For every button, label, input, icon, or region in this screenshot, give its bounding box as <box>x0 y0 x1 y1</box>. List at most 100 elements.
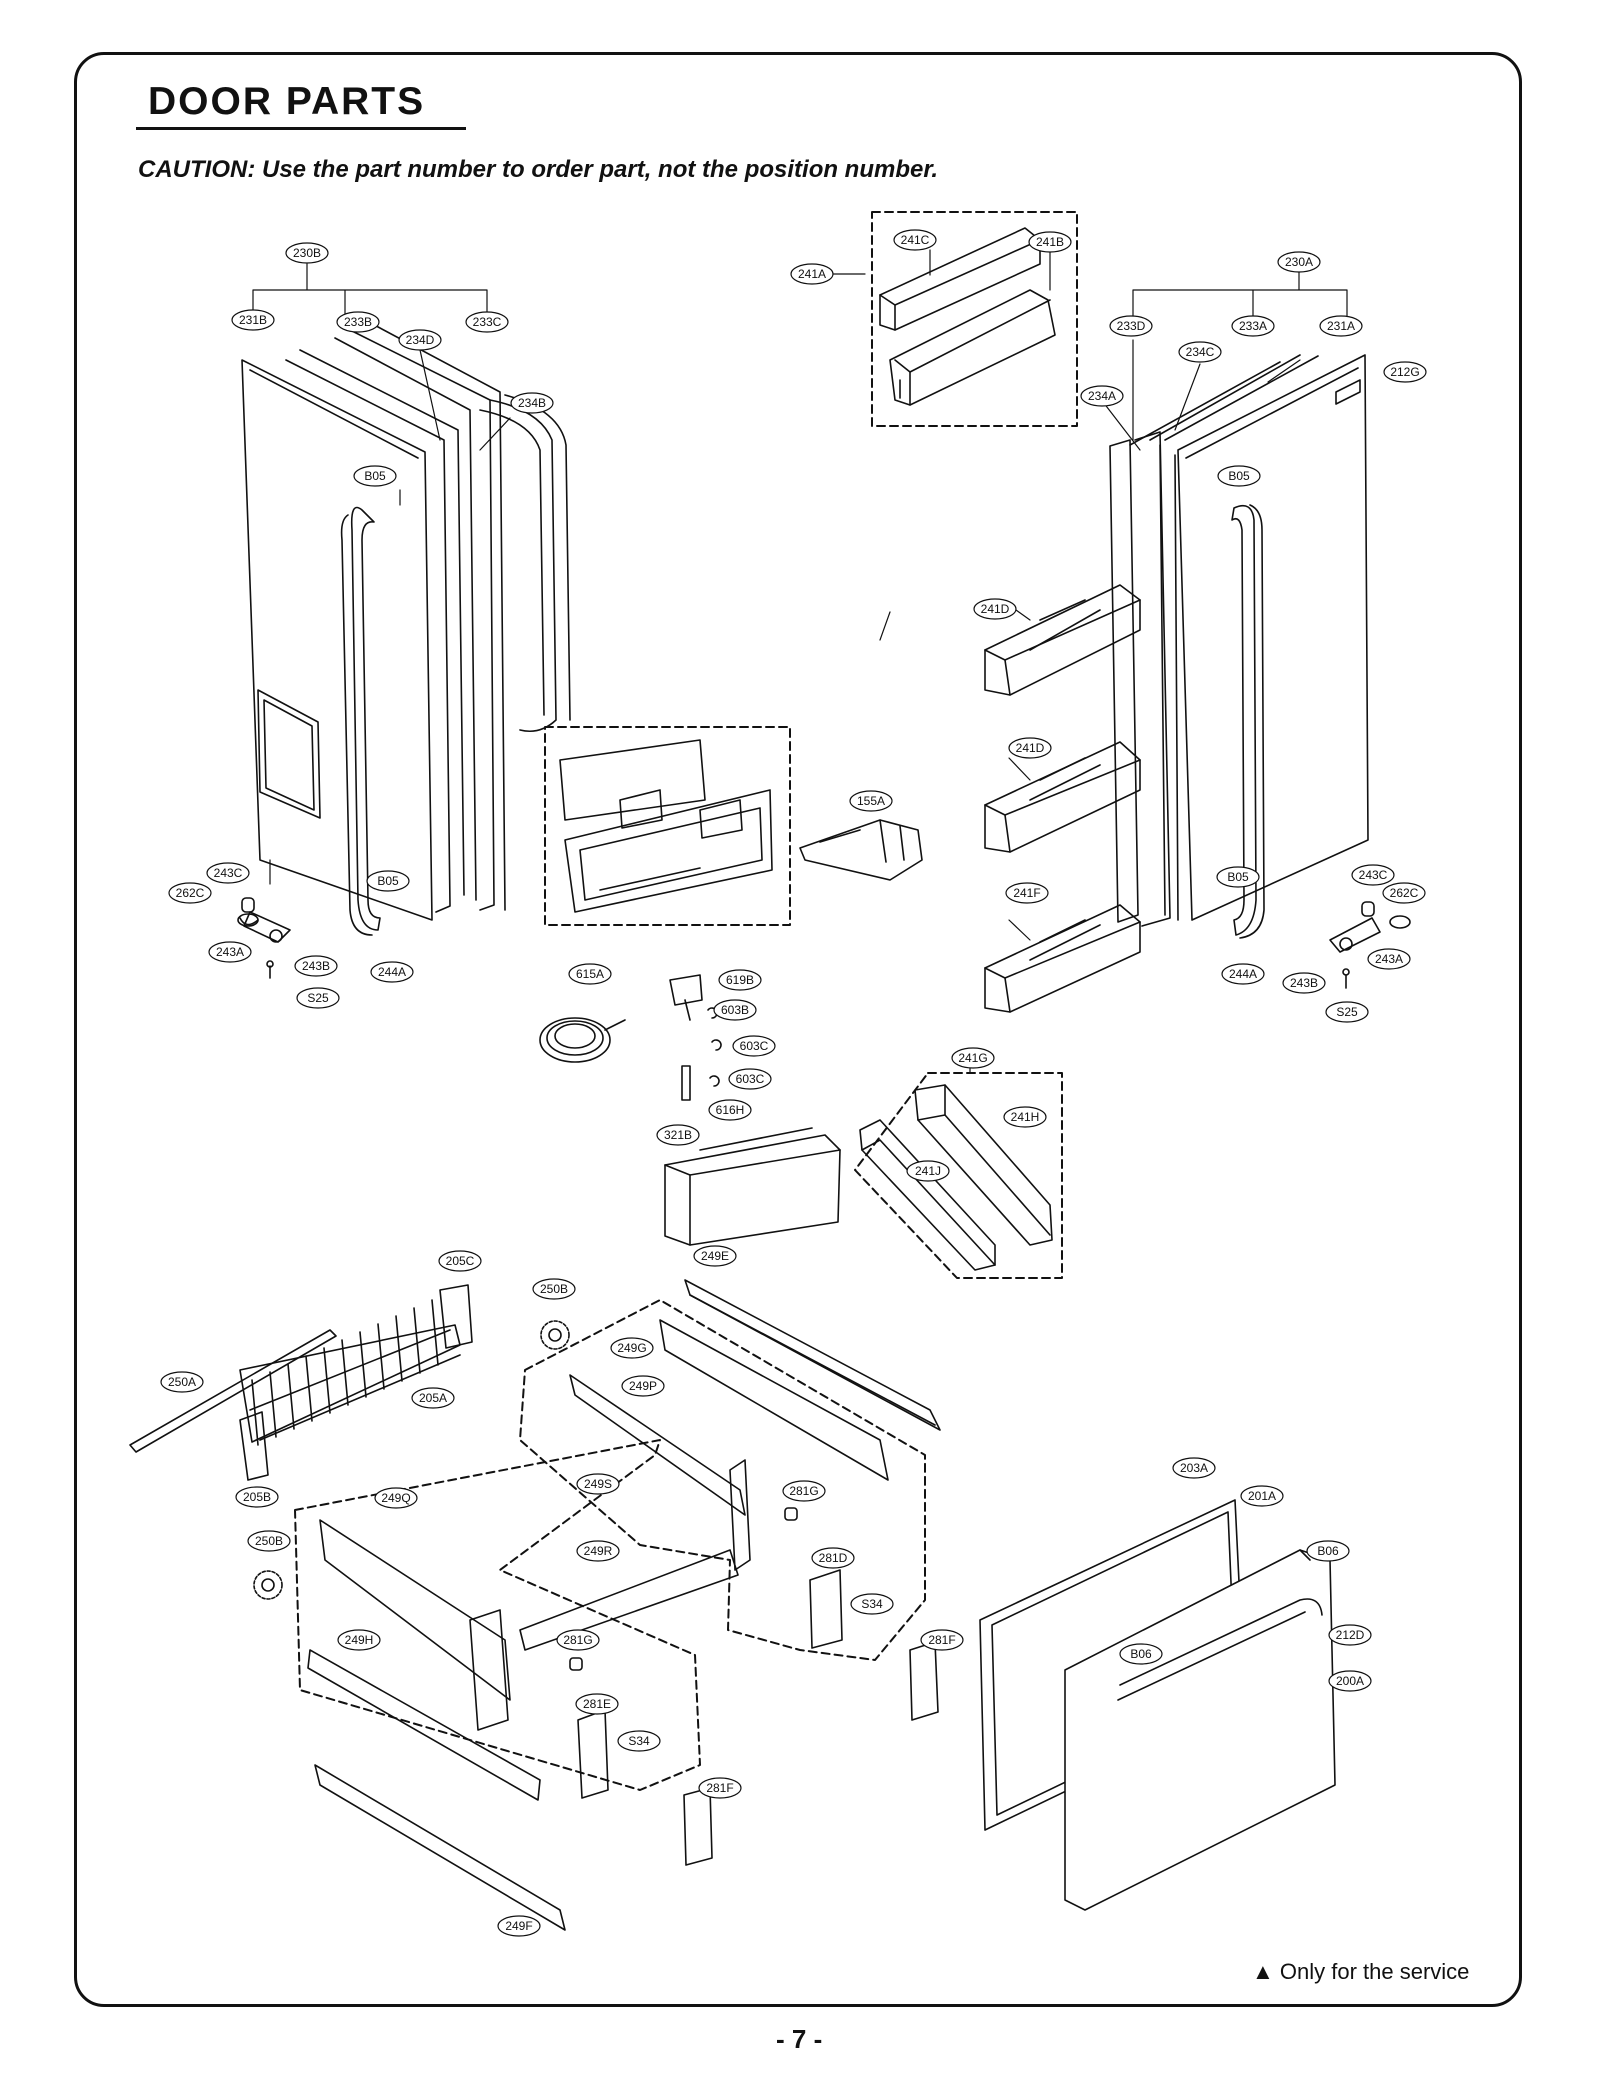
part-label-text: S25 <box>1336 1005 1358 1019</box>
freezer-door <box>979 1499 1336 1911</box>
part-label-text: 243B <box>302 959 330 973</box>
part-label: 212G <box>1383 361 1427 383</box>
part-label-bubble <box>1080 385 1124 407</box>
part-label: 243C <box>206 862 250 884</box>
part-label-bubble <box>1319 315 1363 337</box>
part-label-bubble <box>1221 963 1265 985</box>
part-label: 241G <box>951 1047 995 1069</box>
part-label: 205A <box>411 1387 455 1409</box>
part-label-bubble <box>1005 882 1049 904</box>
part-label: 241F <box>1005 882 1049 904</box>
part-label-text: 244A <box>378 965 406 979</box>
part-label: 241D <box>1008 737 1052 759</box>
part-label: 234A <box>1080 385 1124 407</box>
part-label: 230B <box>285 242 329 264</box>
part-label-text: 243C <box>214 866 243 880</box>
part-label-bubble <box>893 229 937 251</box>
part-label: 231A <box>1319 315 1363 337</box>
part-label: B05 <box>1216 866 1260 888</box>
part-label-bubble <box>575 1693 619 1715</box>
part-label-bubble <box>1003 1106 1047 1128</box>
part-label-text: 203A <box>1180 1461 1208 1475</box>
part-label-bubble <box>610 1337 654 1359</box>
part-label-bubble <box>951 1047 995 1069</box>
part-label-text: 615A <box>576 967 604 981</box>
part-label-bubble <box>510 392 554 414</box>
part-label: 241J <box>906 1160 950 1182</box>
part-label: 250B <box>532 1278 576 1300</box>
part-label-text: 241D <box>981 602 1010 616</box>
part-label: 230A <box>1277 251 1321 273</box>
part-label: 249G <box>610 1337 654 1359</box>
part-label: 249S <box>576 1473 620 1495</box>
part-label-text: 205B <box>243 1490 271 1504</box>
part-label-bubble <box>1109 315 1153 337</box>
part-label-bubble <box>1351 864 1395 886</box>
part-label: 616H <box>708 1099 752 1121</box>
part-label: 234C <box>1178 341 1222 363</box>
part-label-text: 231B <box>239 313 267 327</box>
part-label-bubble <box>398 329 442 351</box>
part-label: 234B <box>510 392 554 414</box>
part-label-text: 249P <box>629 1379 657 1393</box>
part-label-text: 241D <box>1016 741 1045 755</box>
part-label: 619B <box>718 969 762 991</box>
inset-241a <box>871 211 1078 427</box>
part-label-text: 233B <box>344 315 372 329</box>
part-label-text: 241J <box>915 1164 941 1178</box>
part-label-bubble <box>247 1530 291 1552</box>
part-label: 281G <box>782 1480 826 1502</box>
part-label: 233D <box>1109 315 1153 337</box>
part-label-bubble <box>1231 315 1275 337</box>
part-label-bubble <box>1240 1485 1284 1507</box>
part-label: 615A <box>568 963 612 985</box>
part-label-text: 281G <box>789 1484 818 1498</box>
part-label-bubble <box>656 1124 700 1146</box>
rail-assembly <box>294 1279 941 1931</box>
part-label-bubble <box>698 1777 742 1799</box>
inset-dispenser <box>544 726 923 926</box>
part-label-bubble <box>1028 231 1072 253</box>
part-label-bubble <box>621 1375 665 1397</box>
part-label-text: 249E <box>701 1249 729 1263</box>
right-door-assembly <box>1109 354 1411 989</box>
part-label-bubble <box>782 1480 826 1502</box>
part-label-text: 616H <box>716 1103 745 1117</box>
service-note: ▲ Only for the service <box>1252 1959 1470 1984</box>
part-label: 603C <box>732 1035 776 1057</box>
part-label-bubble <box>1277 251 1321 273</box>
part-label-text: 155A <box>857 794 885 808</box>
part-label-text: 262C <box>1390 886 1419 900</box>
part-label: B05 <box>353 465 397 487</box>
part-label-text: 281G <box>563 1633 592 1647</box>
part-label: 244A <box>370 961 414 983</box>
part-label-bubble <box>708 1099 752 1121</box>
part-label-text: 231A <box>1327 319 1355 333</box>
part-label-bubble <box>206 862 250 884</box>
part-label: 250B <box>247 1530 291 1552</box>
part-label-bubble <box>374 1487 418 1509</box>
cover-321b <box>664 1127 841 1246</box>
part-label: 243A <box>1367 948 1411 970</box>
part-label-text: 233C <box>473 315 502 329</box>
part-label-bubble <box>850 1593 894 1615</box>
part-label-text: 262C <box>176 886 205 900</box>
part-label-text: B05 <box>1228 469 1250 483</box>
part-label: S25 <box>296 987 340 1009</box>
part-label-text: B05 <box>1227 870 1249 884</box>
part-label-text: 249S <box>584 1477 612 1491</box>
part-label-bubble <box>337 1629 381 1651</box>
part-label: B06 <box>1306 1540 1350 1562</box>
part-label-bubble <box>556 1629 600 1651</box>
part-label: S25 <box>1325 1001 1369 1023</box>
leader-lines <box>252 249 1348 1074</box>
page-frame <box>74 52 1522 2007</box>
part-label-bubble <box>1325 1001 1369 1023</box>
part-label-text: 250B <box>255 1534 283 1548</box>
title-underline <box>136 127 466 130</box>
part-label: 241B <box>1028 231 1072 253</box>
part-label-bubble <box>1172 1457 1216 1479</box>
water-valve-parts <box>539 974 722 1101</box>
